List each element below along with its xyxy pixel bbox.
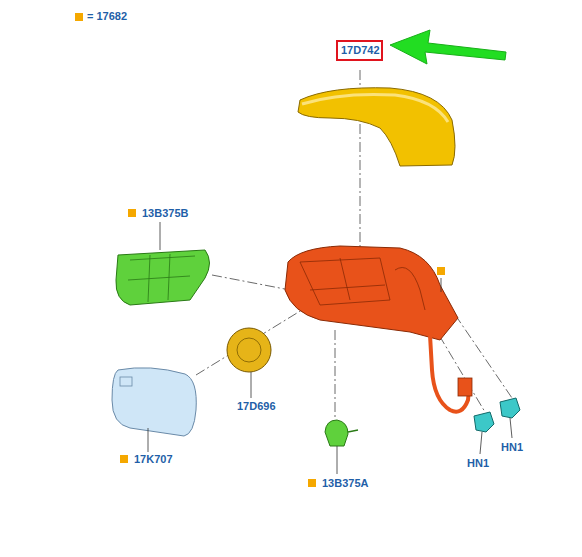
part-number-box: 17D742 [336,40,383,61]
legend-row: = 17682 [75,10,127,23]
legend-text: = 17682 [87,10,127,23]
part-number-label: 17K707 [134,453,173,466]
part-number: 17D742 [341,44,378,57]
part-number-label: 13B375B [142,207,188,220]
part-number-label: 13B375A [322,477,368,490]
part-number-label: 17D696 [237,400,276,413]
part-number-label: HN1 [467,457,489,470]
legend-swatch [75,13,83,21]
part-number-label: HN1 [501,441,523,454]
